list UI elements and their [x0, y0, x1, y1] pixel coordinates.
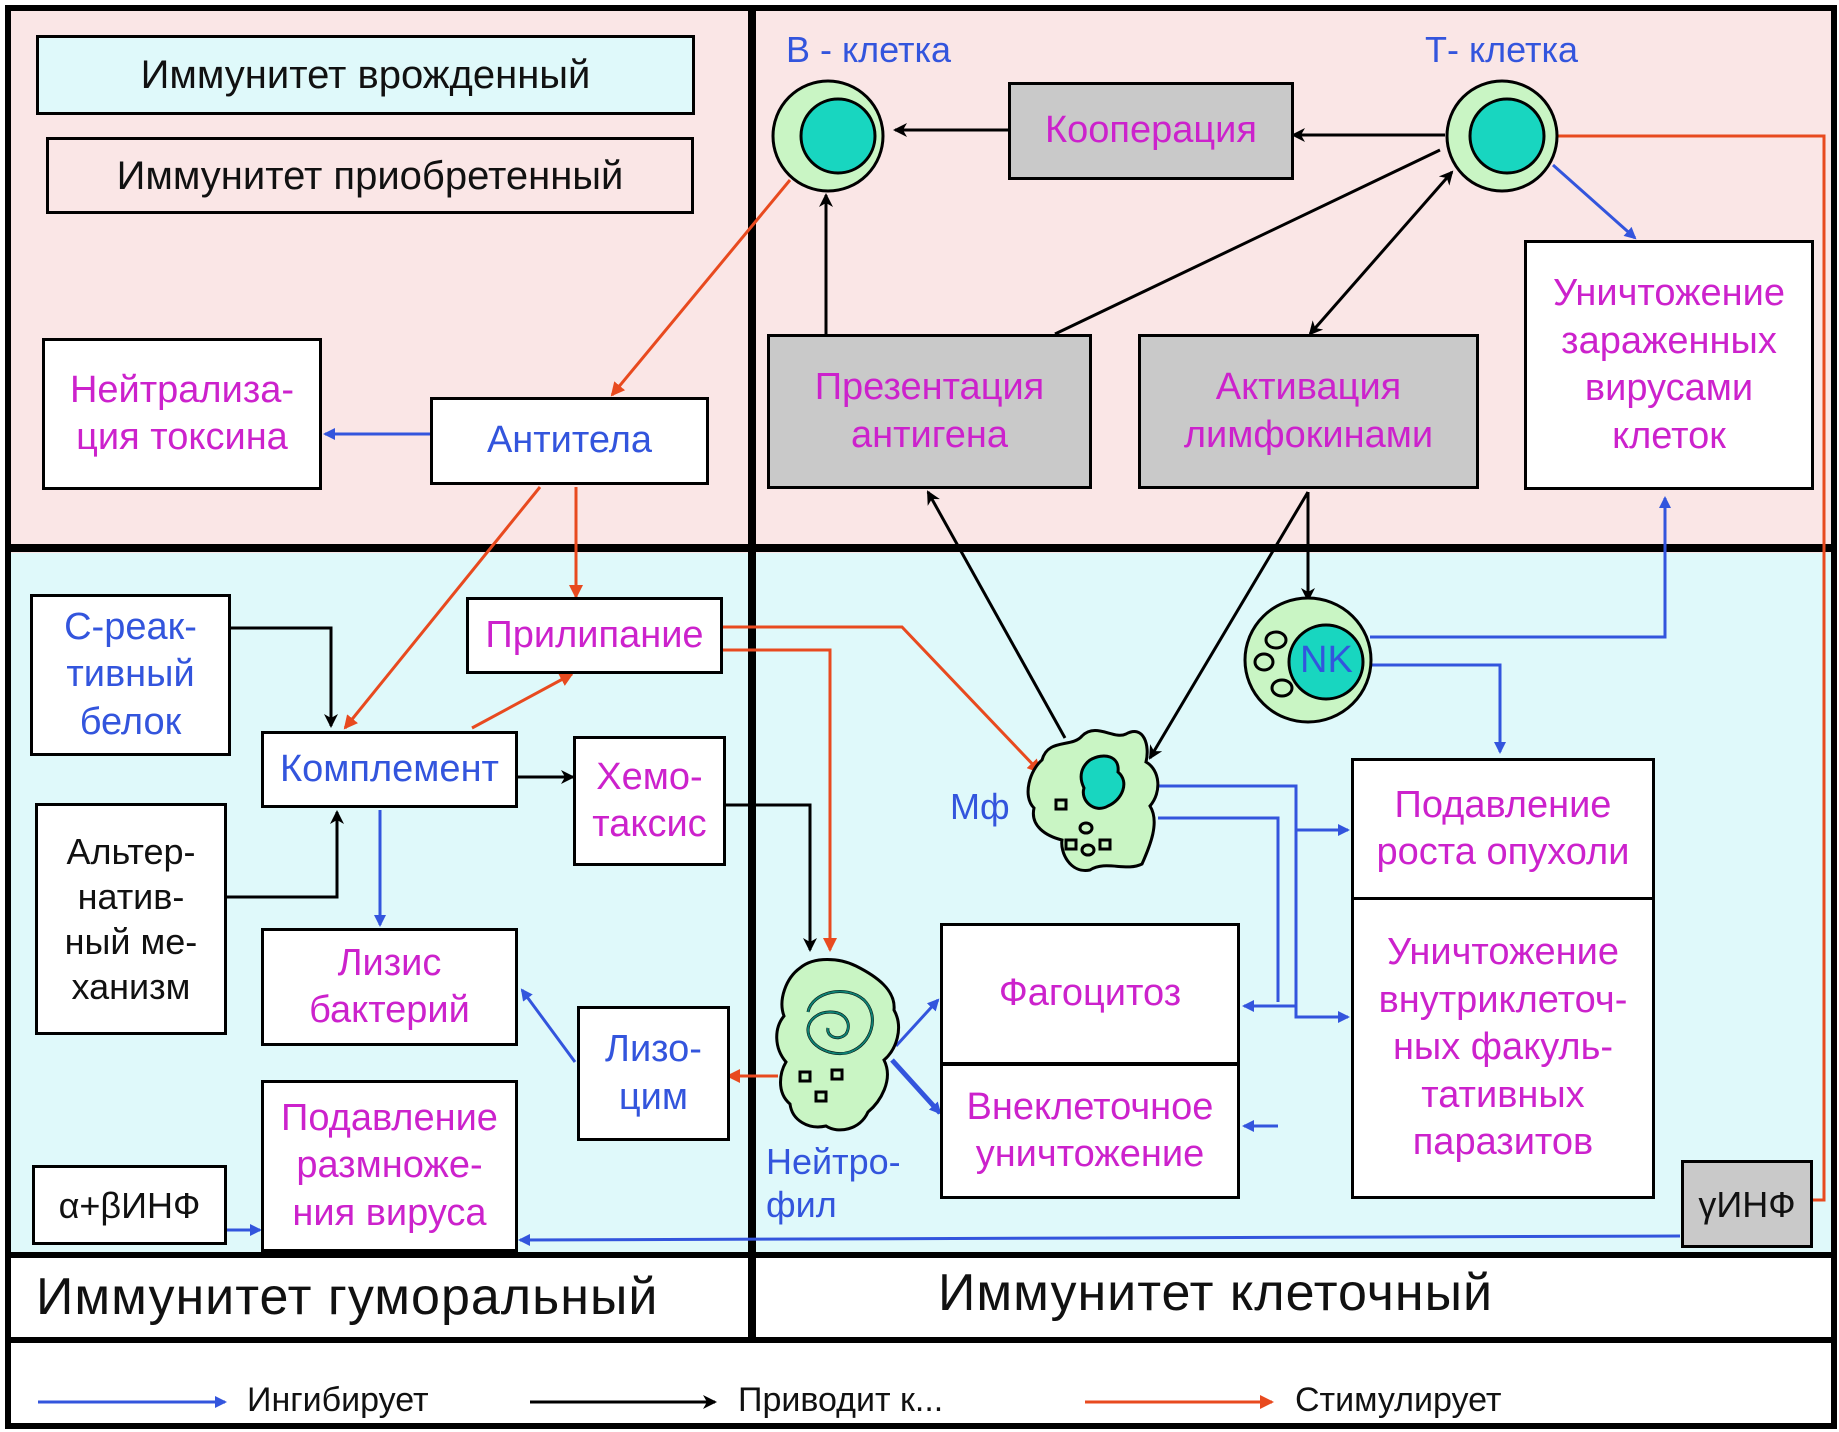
t-cell-shape: [1445, 79, 1559, 193]
legend-stimulates: Стимулирует: [1295, 1381, 1502, 1419]
nk-cell-shape: [1243, 596, 1373, 724]
alternative-mechanism-box: Альтер- натив- ный ме- ханизм: [35, 803, 227, 1035]
lead-arrows: [226, 123, 1454, 952]
toxin-neutralization-box: Нейтрализа- ция токсина: [42, 338, 322, 490]
antibodies-box: Антитела: [430, 397, 709, 485]
alpha-beta-ifn-box: α+βИНФ: [32, 1165, 227, 1245]
phagocytosis-box: Фагоцитоз: [940, 923, 1240, 1065]
innate-immunity-legend: Иммунитет врожденный: [36, 35, 695, 115]
adhesion-box: Прилипание: [466, 597, 723, 674]
chemotaxis-box: Хемо- таксис: [573, 736, 726, 866]
t-cell-label: Т- клетка: [1425, 29, 1579, 70]
humoral-immunity-title: Иммунитет гуморальный: [36, 1268, 659, 1326]
inhibit-arrows: [227, 163, 1681, 1246]
virus-suppression-box: Подавление размноже- ния вируса: [261, 1080, 518, 1252]
b-cell-shape: [771, 79, 885, 193]
neutrophil-label: Нейтро- фил: [766, 1141, 901, 1226]
neutrophil-shape: [775, 958, 900, 1132]
lymphokine-activation-box: Активация лимфокинами: [1138, 334, 1479, 489]
tumor-suppression-box: Подавление роста опухоли: [1351, 758, 1655, 900]
stimulate-arrows: [343, 134, 1826, 1202]
legend-leads-to: Приводит к...: [738, 1381, 944, 1419]
complement-box: Комплемент: [261, 731, 518, 808]
cellular-immunity-title: Иммунитет клеточный: [938, 1264, 1494, 1322]
gamma-ifn-box: γИНФ: [1681, 1160, 1813, 1248]
intracellular-destruction-box: Уничтожение внутриклеточ- ных факуль- та…: [1351, 897, 1655, 1199]
lysozyme-box: Лизо- цим: [577, 1006, 730, 1141]
macrophage-shape: [1026, 729, 1160, 872]
extracellular-destruction-box: Внеклеточное уничтожение: [940, 1063, 1240, 1199]
legend-inhibits: Ингибирует: [247, 1381, 429, 1419]
cooperation-box: Кооперация: [1008, 82, 1294, 180]
infected-cells-destruction-box: Уничтожение зараженных вирусами клеток: [1524, 240, 1814, 490]
antigen-presentation-box: Презентация антигена: [767, 334, 1092, 489]
grid-lines: [5, 5, 1837, 1429]
macrophage-label: Мф: [950, 786, 1010, 827]
bacteria-lysis-box: Лизис бактерий: [261, 928, 518, 1046]
b-cell-label: B - клетка: [786, 29, 952, 70]
c-reactive-protein-box: С-реак- тивный белок: [30, 594, 231, 756]
acquired-immunity-legend: Иммунитет приобретенный: [46, 137, 694, 214]
nk-label: NK: [1300, 639, 1353, 681]
